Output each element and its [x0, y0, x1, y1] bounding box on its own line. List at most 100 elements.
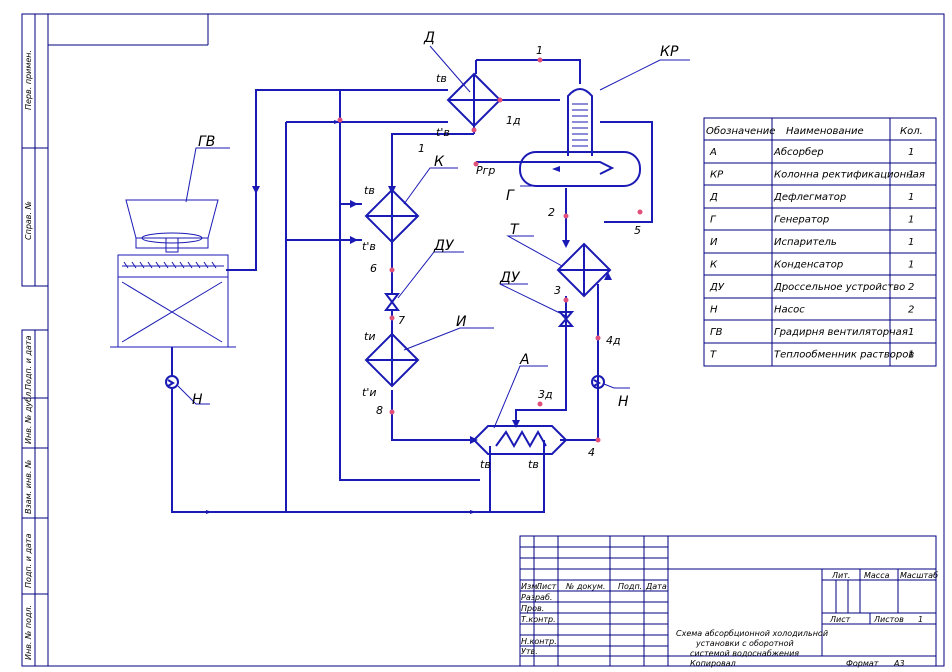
- rect-column: [567, 88, 593, 156]
- tb-lit: Лит.: [831, 571, 850, 580]
- label-du1: ДУ: [433, 238, 455, 254]
- piping: [171, 59, 653, 513]
- label-n-right: Н: [618, 394, 629, 410]
- state-points: [337, 57, 643, 443]
- flow-arrows: [206, 120, 612, 514]
- tb-sheets: Листов: [873, 615, 904, 624]
- spec-cell-qty: 1: [908, 237, 914, 248]
- spec-cell-designation: Т: [710, 350, 717, 361]
- t-i1: tи: [364, 330, 375, 343]
- tb-col-list: Лист: [535, 582, 557, 591]
- stamp-vzam: Взам. инв. №: [24, 460, 33, 514]
- leader-lines: [177, 45, 690, 429]
- throttle-upper: [384, 293, 400, 311]
- label-gv: ГВ: [198, 134, 215, 150]
- absorber: [472, 425, 568, 455]
- tb-format-value: А3: [893, 659, 905, 668]
- spec-cell-name: Конденсатор: [774, 260, 843, 271]
- tb-format: Формат: [846, 659, 879, 668]
- spec-table: Обозначение Наименование Кол.: [703, 117, 937, 367]
- tb-scale: Масштаб: [900, 571, 938, 580]
- spec-cell-designation: А: [709, 147, 717, 158]
- spec-cell-name: Генератор: [774, 215, 829, 226]
- pt-5: 5: [634, 224, 641, 237]
- spec-cell-designation: КР: [710, 170, 724, 181]
- tb-role-prov: Пров.: [521, 604, 544, 613]
- pt-1b: 1: [418, 142, 425, 155]
- spec-cell-designation: ДУ: [709, 282, 725, 293]
- spec-cell-name: Дроссельное устройство: [773, 282, 905, 293]
- tb-col-izm: Изм.: [521, 582, 540, 591]
- stamp-perv: Перв. примен.: [24, 50, 33, 110]
- title-block: Изм. Лист № докум. Подп. Дата Разраб. Пр…: [519, 535, 938, 668]
- spec-cell-designation: ГВ: [710, 327, 723, 338]
- spec-cell-designation: Н: [710, 305, 718, 316]
- spec-cell-qty: 1: [908, 192, 914, 203]
- generator: [476, 151, 641, 187]
- pt-7: 7: [398, 314, 405, 327]
- pump-right: [591, 375, 605, 389]
- t-w-k1: tв: [364, 184, 375, 197]
- spec-cell-name: Колонна ректификационная: [774, 170, 925, 181]
- spec-cell-name: Дефлегматор: [773, 192, 846, 203]
- condenser: [364, 188, 420, 244]
- tb-role-tkontr: Т.контр.: [521, 615, 556, 624]
- spec-header-qty: Кол.: [900, 126, 923, 137]
- spec-cell-qty: 2: [908, 305, 914, 316]
- tb-mass: Масса: [864, 571, 890, 580]
- sheet-frame: [21, 13, 945, 667]
- tb-col-doc: № докум.: [565, 582, 605, 591]
- t-a2: tв: [528, 458, 539, 471]
- pt-2: 2: [548, 206, 555, 219]
- spec-cell-name: Теплообменник растворов: [774, 349, 914, 361]
- tb-title-line3: системой водоснабжения: [690, 649, 799, 658]
- pt-4: 4: [588, 446, 595, 459]
- spec-cell-name: Испаритель: [774, 237, 837, 248]
- label-i: И: [456, 314, 467, 330]
- stamp-sprav: Справ. №: [24, 201, 33, 240]
- spec-cell-qty: 1: [908, 215, 914, 226]
- throttle-lower: [557, 311, 575, 327]
- label-d: Д: [423, 30, 435, 46]
- spec-cell-designation: Д: [709, 192, 718, 203]
- spec-cell-qty: 1: [908, 327, 914, 338]
- tb-sheet: Лист: [829, 615, 851, 624]
- tb-col-date: Дата: [645, 582, 667, 591]
- t-w-d: tв: [436, 72, 447, 85]
- label-a: А: [519, 352, 530, 368]
- label-kr: КР: [660, 44, 679, 60]
- dephlegmator: [446, 72, 502, 128]
- tb-sheets-value: 1: [918, 615, 923, 624]
- t-w-k2: t'в: [362, 240, 376, 253]
- pump-left: [165, 375, 179, 389]
- label-k: К: [434, 154, 445, 170]
- stamp-podp2: Подп. и дата: [24, 533, 33, 588]
- pt-4d: 4д: [606, 334, 621, 347]
- t-a1: tв: [480, 458, 491, 471]
- tb-role-utv: Утв.: [521, 647, 538, 656]
- pt-6: 6: [370, 262, 377, 275]
- tb-col-podp: Подп.: [618, 582, 642, 591]
- t-w-d2: t'в: [436, 126, 450, 139]
- point-labels: 1 1д 1 2 5 3 4д 3д 4 6 7 8 tв t'в tв t'в…: [362, 44, 641, 471]
- label-t: Т: [510, 222, 520, 238]
- spec-cell-qty: 1: [908, 350, 914, 361]
- t-i2: t'и: [362, 386, 377, 399]
- label-du2: ДУ: [499, 270, 521, 286]
- tb-copied: Копировал: [690, 659, 736, 668]
- pt-3d: 3д: [538, 388, 553, 401]
- spec-cell-name: Абсорбер: [773, 146, 824, 158]
- label-n-left: Н: [192, 392, 203, 408]
- spec-cell-designation: И: [710, 237, 718, 248]
- equipment-labels: ГВ Д КР К Г Т ДУ ДУ И А Н Н: [192, 30, 679, 410]
- spec-header-name: Наименование: [786, 126, 864, 137]
- label-g: Г: [506, 188, 515, 204]
- side-stamp: Перв. примен. Справ. № Подп. и дата Инв.…: [24, 50, 33, 660]
- tb-role-razrab: Разраб.: [521, 593, 552, 602]
- stamp-inv-dubl: Инв. № дубл.: [24, 389, 33, 444]
- spec-cell-qty: 1: [908, 170, 914, 181]
- pt-1d: 1д: [506, 114, 521, 127]
- solution-hx: [556, 242, 612, 298]
- stamp-inv-podl: Инв. № подл.: [24, 605, 33, 660]
